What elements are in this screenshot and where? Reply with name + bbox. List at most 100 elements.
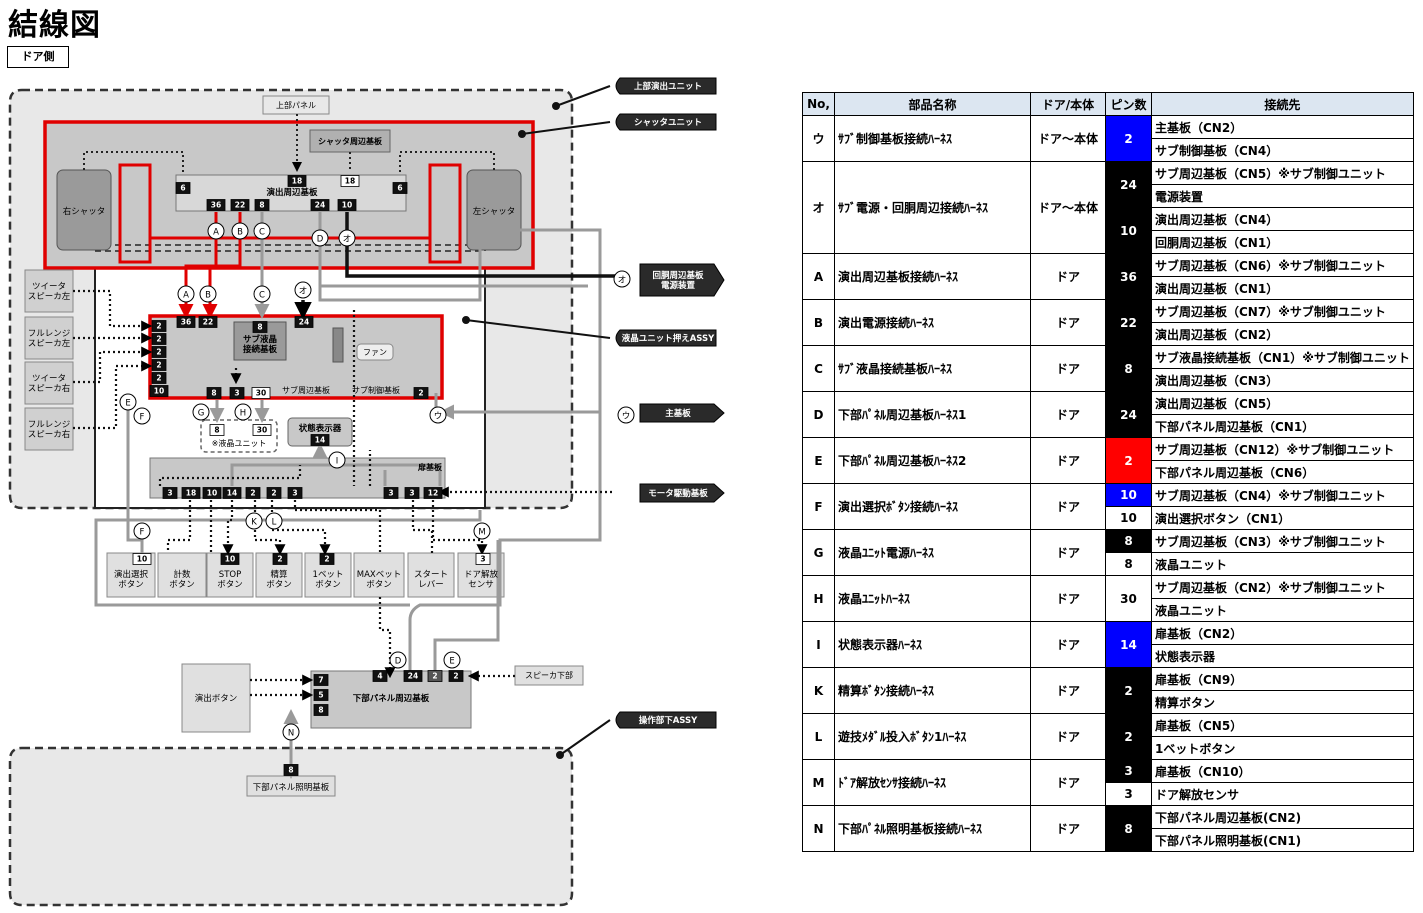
table-row: 精算ボタン xyxy=(803,690,1414,714)
connector-marker: オ xyxy=(613,270,631,288)
box-label: ツイータスピーカ左 xyxy=(28,281,71,301)
pin-count-text: 18 xyxy=(292,177,302,186)
table-header-row: No, 部品名称 ドア/本体 ピン数 接続先 xyxy=(802,92,1414,116)
callout-text: 主基板 xyxy=(665,408,691,419)
header-pin-count: ピン数 xyxy=(1105,92,1152,116)
pin-count-box: 2 xyxy=(319,553,335,565)
pin-count-box: 36 xyxy=(206,199,226,211)
cell-destination: サブ周辺基板（CN6）※サブ制御ユニット xyxy=(1151,253,1414,277)
cell-destination: 扉基板（CN9） xyxy=(1151,667,1414,691)
table-row: 電源装置 xyxy=(803,184,1414,208)
callout-text: モータ駆動基板 xyxy=(648,488,708,499)
cell-no: ウ xyxy=(802,115,835,162)
pin-count-text: 18 xyxy=(345,177,355,186)
pin-count-box: 2 xyxy=(427,670,443,682)
cell-destination: 扉基板（CN2） xyxy=(1151,621,1414,645)
connector-letter: ウ xyxy=(434,411,443,421)
connector-letter: M xyxy=(478,527,485,537)
pin-count-box: 8 xyxy=(283,764,299,776)
cell-part-name: 液晶ﾕﾆｯﾄ電源ﾊｰﾈｽ xyxy=(834,529,1031,576)
connector-marker: A xyxy=(207,222,225,240)
header-part-name: 部品名称 xyxy=(834,92,1031,116)
connector-marker: G xyxy=(192,403,210,421)
pin-count-box: 8 xyxy=(252,321,268,333)
cell-destination: 演出周辺基板（CN3） xyxy=(1151,368,1414,392)
connector-letter: B xyxy=(205,290,211,300)
pin-count-box: 2 xyxy=(151,372,167,384)
pin-count-text: 8 xyxy=(288,766,293,775)
pin-count-box: 22 xyxy=(230,199,250,211)
pin-count-text: 18 xyxy=(186,489,196,498)
callout-text: 操作部下ASSY xyxy=(639,715,698,726)
pin-count-box: 3 xyxy=(383,487,399,499)
cell-door-body: ドア xyxy=(1030,529,1106,576)
box-label: ツイータスピーカ右 xyxy=(28,373,71,393)
box-label: 1ベットボタン xyxy=(313,569,344,589)
table-row: 1ベットボタン xyxy=(803,736,1414,760)
cell-pin-count: 24 xyxy=(1105,161,1152,208)
pin-count-box: 2 xyxy=(266,487,282,499)
connector-marker: C xyxy=(253,222,271,240)
pin-count-text: 2 xyxy=(432,672,437,681)
cell-door-body: ドア xyxy=(1030,575,1106,622)
pin-count-box: 5 xyxy=(313,689,329,701)
connector-letter: C xyxy=(259,290,265,300)
table-row: 演出周辺基板（CN2） xyxy=(803,322,1414,346)
cell-pin-count: 36 xyxy=(1105,253,1152,300)
cell-no: オ xyxy=(802,161,835,254)
connector-letter: K xyxy=(251,517,257,527)
callout-label: 回胴周辺基板電源装置 xyxy=(639,263,725,297)
pin-count-box: 3 xyxy=(229,387,245,399)
cell-no: H xyxy=(802,575,835,622)
table-row: 演出周辺基板（CN3） xyxy=(803,368,1414,392)
cell-destination: 扉基板（CN5） xyxy=(1151,713,1414,737)
cell-door-body: ドア xyxy=(1030,621,1106,668)
cell-no: M xyxy=(802,759,835,806)
connector-marker: K xyxy=(245,512,263,530)
box-label: 演出ボタン xyxy=(195,693,238,704)
pin-count-text: 12 xyxy=(428,489,438,498)
cell-part-name: ｻﾌﾞ制御基板接続ﾊｰﾈｽ xyxy=(834,115,1031,162)
pin-count-box: 22 xyxy=(198,316,218,328)
cell-pin-count: 2 xyxy=(1105,713,1152,760)
cell-no: E xyxy=(802,437,835,484)
pin-count-box: 24 xyxy=(310,199,330,211)
cell-destination: 演出周辺基板（CN2） xyxy=(1151,322,1414,346)
box-label: ドア解放センサ xyxy=(464,568,499,589)
cell-destination: 液晶ユニット xyxy=(1151,598,1414,622)
connector-marker: オ xyxy=(338,229,356,247)
pin-count-text: 8 xyxy=(259,201,264,210)
cell-no: B xyxy=(802,299,835,346)
pin-count-box: 2 xyxy=(151,320,167,332)
pin-count-box: 18 xyxy=(340,175,360,187)
cell-destination: 下部パネル周辺基板(CN2) xyxy=(1151,805,1414,829)
cell-part-name: ｻﾌﾞ液晶接続基板ﾊｰﾈｽ xyxy=(834,345,1031,392)
cell-part-name: 遊技ﾒﾀﾞﾙ投入ﾎﾞﾀﾝ1ﾊｰﾈｽ xyxy=(834,713,1031,760)
pin-count-text: 36 xyxy=(181,318,191,327)
pin-count-text: 24 xyxy=(408,672,418,681)
cell-door-body: ドア xyxy=(1030,667,1106,714)
pin-count-text: 5 xyxy=(318,691,323,700)
cell-destination: サブ周辺基板（CN4）※サブ制御ユニット xyxy=(1151,483,1414,507)
cell-destination: 下部パネル周辺基板（CN6） xyxy=(1151,460,1414,484)
pin-count-text: 7 xyxy=(318,676,323,685)
connector-letter: E xyxy=(125,398,130,408)
pin-count-text: 2 xyxy=(156,335,161,344)
header-door-body: ドア/本体 xyxy=(1030,92,1106,116)
cell-destination: 主基板（CN2） xyxy=(1151,115,1414,139)
pin-count-text: 36 xyxy=(211,201,221,210)
connector-marker: E xyxy=(119,393,137,411)
connector-letter: H xyxy=(240,408,246,418)
pin-count-box: 8 xyxy=(206,387,222,399)
connector-marker: D xyxy=(389,651,407,669)
connector-letter: G xyxy=(198,408,205,418)
header-destination: 接続先 xyxy=(1151,92,1414,116)
connector-letter: N xyxy=(288,728,294,738)
pin-count-box: 4 xyxy=(372,670,388,682)
pin-count-text: 3 xyxy=(292,489,297,498)
